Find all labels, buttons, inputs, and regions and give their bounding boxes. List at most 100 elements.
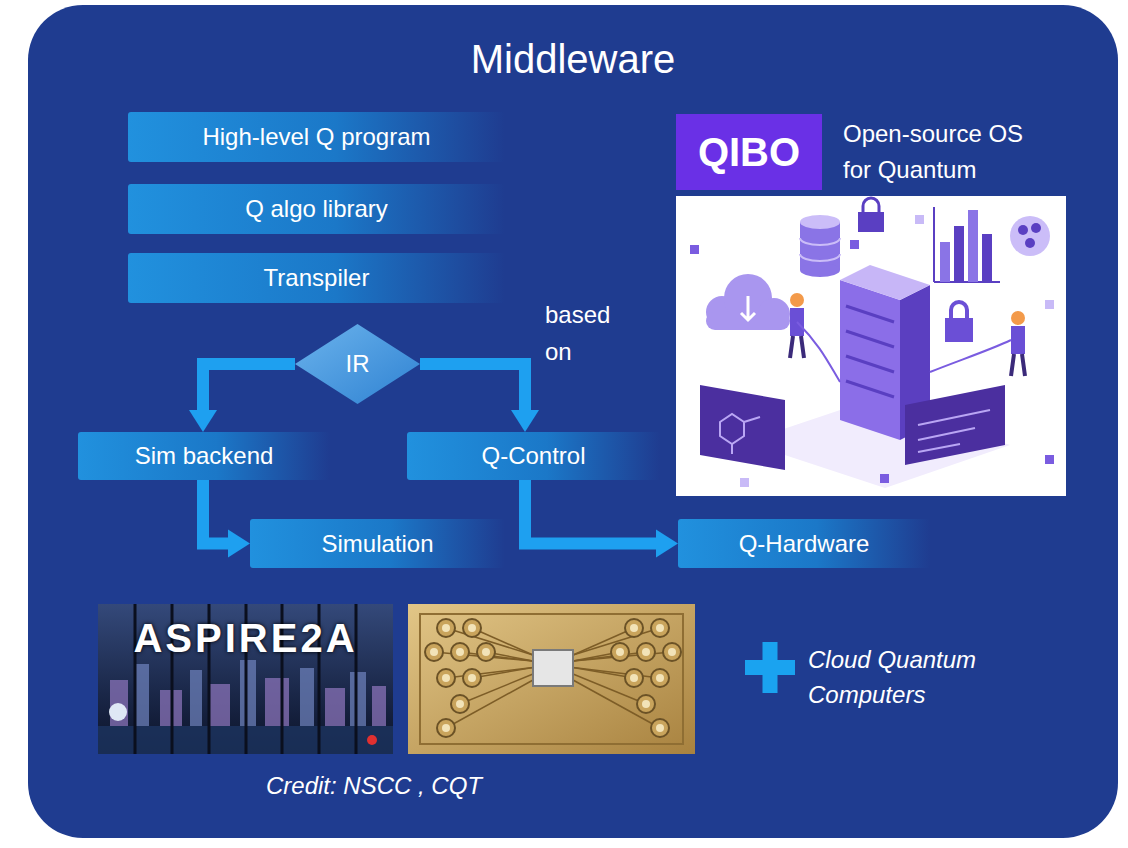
node-text: High-level Q program	[202, 123, 430, 151]
chip-connectors	[437, 619, 455, 637]
it-illustration	[1025, 238, 1035, 248]
process-box: Q-Hardware	[678, 519, 930, 568]
logo-caption: Open-source OS for Quantum	[843, 116, 1043, 188]
chip-connectors	[573, 628, 660, 655]
it-illustration	[968, 210, 978, 282]
city-skyline	[265, 678, 289, 726]
chip-connectors	[630, 674, 638, 682]
it-illustration	[951, 302, 967, 318]
it-illustration	[880, 474, 889, 483]
node-text: Simulation	[321, 530, 433, 558]
chip-connectors	[425, 643, 443, 661]
it-illustration	[1011, 311, 1025, 325]
chip-connectors	[468, 624, 476, 632]
it-illustration	[840, 280, 900, 440]
process-box: Sim backend	[78, 432, 330, 480]
it-illustration	[945, 318, 973, 342]
city-skyline	[110, 680, 128, 726]
it-illustration	[1045, 455, 1054, 464]
it-illustration	[915, 215, 924, 224]
chip-connectors	[442, 624, 450, 632]
flow-arrow	[420, 364, 525, 410]
chip-connectors	[573, 668, 660, 679]
caption: Credit: NSCC , CQT	[266, 772, 482, 800]
it-illustration	[850, 240, 859, 249]
it-illustration	[863, 198, 879, 212]
it-illustration	[1011, 326, 1025, 354]
chip-connectors	[573, 652, 646, 661]
photo-text: ASPIRE2A	[98, 614, 393, 662]
chip-connectors	[630, 624, 638, 632]
supercomputer-photo	[367, 735, 377, 745]
diamond-shape	[295, 324, 420, 404]
it-illustration	[982, 234, 992, 282]
it-illustration	[790, 293, 804, 307]
it-illustration	[940, 242, 950, 282]
it-illustration	[700, 385, 785, 470]
city-skyline	[300, 668, 314, 726]
node-text: Middleware	[471, 37, 676, 82]
chip-connectors	[616, 648, 624, 656]
decision-diamond: IR	[295, 324, 420, 404]
chip-connectors	[460, 652, 533, 661]
city-skyline	[110, 660, 386, 726]
it-illustration	[846, 306, 894, 397]
chip-connectors	[651, 719, 669, 737]
city-skyline	[210, 684, 230, 726]
layer-box: High-level Q program	[128, 112, 505, 162]
quantum-chip-photo	[533, 650, 573, 686]
chip-connectors	[637, 643, 655, 661]
chip-connectors	[463, 669, 481, 687]
it-illustration	[690, 245, 699, 254]
chip-connectors	[482, 648, 490, 656]
process-box: Simulation	[250, 519, 505, 568]
it-illustration	[741, 296, 755, 320]
node-text: Q-Hardware	[739, 530, 870, 558]
chip-connectors	[625, 669, 643, 687]
layer-box: Q algo library	[128, 184, 505, 234]
city-skyline	[350, 672, 366, 726]
city-skyline	[325, 688, 345, 726]
it-illustration	[676, 196, 1066, 496]
chip-connectors	[625, 619, 643, 637]
chip-connectors	[656, 674, 664, 682]
chip-connectors	[477, 643, 495, 661]
it-illustration	[800, 215, 840, 229]
process-box: Q-Control	[407, 432, 660, 480]
city-skyline	[240, 660, 256, 726]
layer-box: Transpiler	[128, 253, 505, 303]
it-illustration	[934, 207, 1000, 282]
node-text: IR	[346, 350, 370, 378]
chip-connectors	[637, 695, 655, 713]
it-illustration	[800, 222, 840, 270]
chip-connectors	[651, 669, 669, 687]
city-skyline	[190, 670, 202, 726]
it-illustration	[1010, 216, 1050, 256]
it-illustration	[1011, 354, 1025, 376]
chip-connectors	[430, 648, 438, 656]
it-illustration	[840, 265, 930, 300]
chip-connectors	[611, 643, 629, 661]
chip-connectors	[442, 724, 450, 732]
chip-connectors	[573, 680, 660, 728]
chip-connectors	[651, 619, 669, 637]
chip-connectors	[663, 643, 681, 661]
it-illustration	[1045, 300, 1054, 309]
quantum-chip-photo	[408, 604, 695, 754]
node-text: Q-Control	[481, 442, 585, 470]
it-illustration	[740, 478, 749, 487]
flow-arrow	[203, 364, 295, 410]
node-text: QIBO	[698, 130, 800, 175]
it-illustration	[797, 322, 1011, 382]
note: Cloud Quantum Computers	[808, 642, 1018, 712]
chip-connectors	[456, 700, 464, 708]
it-illustration	[954, 226, 964, 282]
node-text: Sim backend	[135, 442, 274, 470]
annotation: based on	[545, 296, 625, 370]
quantum-chip-photo	[420, 614, 683, 744]
supercomputer-photo	[98, 604, 393, 754]
it-illustration	[676, 196, 1066, 496]
it-illustration	[790, 336, 804, 358]
city-skyline	[135, 664, 149, 726]
